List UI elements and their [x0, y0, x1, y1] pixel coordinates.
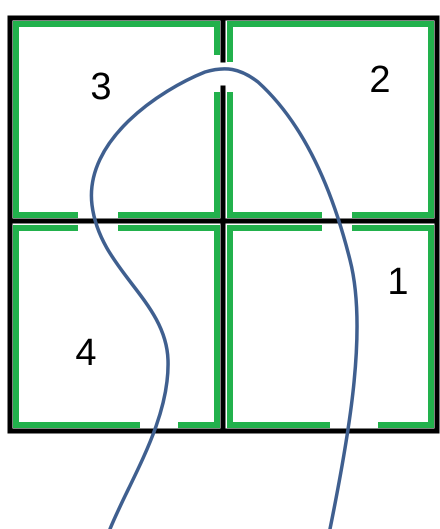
green-room-outlines — [13, 21, 434, 428]
room-4-outline-a — [13, 225, 140, 428]
room-2-outline-b — [227, 92, 322, 218]
route-curve — [89, 67, 359, 529]
room-label-3: 3 — [90, 66, 111, 108]
room-1-outline-b — [352, 225, 434, 428]
room-2-outline-a — [227, 21, 434, 218]
black-walls — [7, 15, 440, 434]
room-label-4: 4 — [75, 332, 96, 374]
room-1-outline-a — [227, 225, 330, 428]
room-3-outline-a — [13, 21, 220, 218]
room-4-outline-b — [118, 225, 220, 428]
room-label-1: 1 — [387, 261, 408, 303]
room-label-2: 2 — [369, 59, 390, 101]
room-3-outline-b — [118, 92, 220, 218]
